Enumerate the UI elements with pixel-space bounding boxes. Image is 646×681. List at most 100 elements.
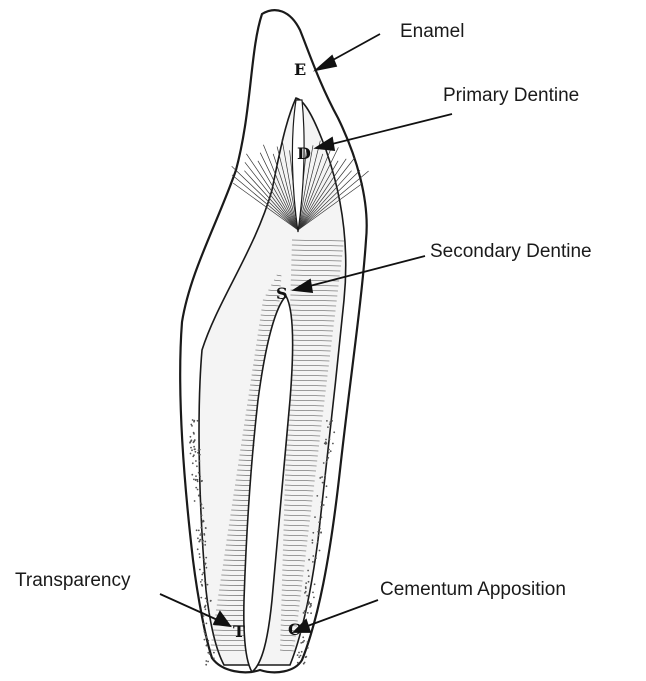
stipple-dot bbox=[321, 476, 323, 478]
stipple-dot bbox=[325, 443, 327, 445]
stipple-dot bbox=[205, 664, 207, 666]
stipple-dot bbox=[204, 633, 206, 635]
stipple-dot bbox=[193, 420, 195, 422]
stipple-dot bbox=[199, 460, 201, 462]
stipple-dot bbox=[301, 651, 303, 653]
stipple-dot bbox=[193, 479, 195, 481]
stipple-dot bbox=[321, 516, 323, 518]
stipple-dot bbox=[204, 580, 206, 582]
stipple-dot bbox=[320, 506, 322, 508]
letter-e: E bbox=[294, 62, 306, 78]
stipple-dot bbox=[303, 640, 305, 642]
stipple-dot bbox=[193, 433, 195, 435]
stipple-dot bbox=[205, 557, 207, 559]
stipple-dot bbox=[205, 527, 207, 529]
stipple-dot bbox=[206, 567, 208, 569]
stipple-dot bbox=[304, 592, 306, 594]
stipple-dot bbox=[329, 438, 331, 440]
stipple-dot bbox=[190, 424, 192, 426]
stipple-dot bbox=[319, 550, 321, 552]
stipple-dot bbox=[314, 583, 316, 585]
stipple-dot bbox=[199, 569, 201, 571]
stipple-dot bbox=[210, 600, 212, 602]
label-secondary-dentine: Secondary Dentine bbox=[430, 242, 592, 261]
stipple-dot bbox=[192, 456, 194, 458]
letter-c: C bbox=[288, 622, 301, 638]
stipple-dot bbox=[195, 479, 197, 481]
stipple-dot bbox=[200, 502, 202, 504]
stipple-dot bbox=[307, 647, 309, 649]
stipple-dot bbox=[195, 460, 197, 462]
stipple-dot bbox=[314, 516, 316, 518]
stipple-dot bbox=[303, 612, 305, 614]
stipple-dot bbox=[297, 662, 299, 664]
stipple-dot bbox=[203, 615, 205, 617]
stipple-dot bbox=[302, 636, 304, 638]
stipple-dot bbox=[213, 657, 215, 659]
stipple-dot bbox=[202, 544, 204, 546]
stipple-dot bbox=[194, 449, 196, 451]
stipple-dot bbox=[190, 436, 192, 438]
stipple-dot bbox=[201, 480, 203, 482]
stipple-dot bbox=[195, 487, 197, 489]
stipple-dot bbox=[197, 420, 199, 422]
stipple-dot bbox=[300, 642, 302, 644]
stipple-dot bbox=[319, 528, 321, 530]
stipple-dot bbox=[197, 481, 199, 483]
stipple-dot bbox=[308, 581, 310, 583]
stipple-dot bbox=[308, 575, 310, 577]
letter-t: T bbox=[233, 624, 245, 640]
stipple-dot bbox=[317, 541, 319, 543]
stipple-dot bbox=[209, 653, 211, 655]
stipple-dot bbox=[200, 527, 202, 529]
label-primary-dentine: Primary Dentine bbox=[443, 86, 579, 105]
stipple-dot bbox=[201, 579, 203, 581]
stipple-dot bbox=[199, 556, 201, 558]
stipple-dot bbox=[194, 500, 196, 502]
stipple-dot bbox=[204, 541, 206, 543]
stipple-dot bbox=[318, 535, 320, 537]
stipple-dot bbox=[203, 521, 205, 523]
stipple-dot bbox=[200, 507, 202, 509]
stipple-dot bbox=[213, 652, 215, 654]
stipple-dot bbox=[303, 663, 305, 665]
stipple-dot bbox=[207, 640, 209, 642]
stipple-dot bbox=[202, 623, 204, 625]
stipple-dot bbox=[312, 561, 314, 563]
stipple-dot bbox=[196, 529, 198, 531]
stipple-dot bbox=[190, 453, 192, 455]
stipple-dot bbox=[199, 454, 201, 456]
stipple-dot bbox=[305, 656, 307, 658]
stipple-dot bbox=[193, 442, 195, 444]
stipple-dot bbox=[307, 604, 309, 606]
stipple-dot bbox=[195, 475, 197, 477]
stipple-dot bbox=[198, 449, 200, 451]
stipple-dot bbox=[197, 548, 199, 550]
stipple-dot bbox=[204, 544, 206, 546]
stipple-dot bbox=[305, 587, 307, 589]
stipple-dot bbox=[207, 661, 209, 663]
stipple-dot bbox=[203, 559, 205, 561]
stipple-dot bbox=[310, 612, 312, 614]
stipple-dot bbox=[191, 449, 193, 451]
stipple-dot bbox=[204, 606, 206, 608]
stipple-dot bbox=[304, 610, 306, 612]
stipple-dot bbox=[305, 582, 307, 584]
stipple-dot bbox=[195, 451, 197, 453]
label-transparency: Transparency bbox=[15, 571, 130, 590]
stipple-dot bbox=[312, 539, 314, 541]
stipple-dot bbox=[312, 592, 314, 594]
stipple-dot bbox=[201, 514, 203, 516]
stipple-dot bbox=[309, 606, 311, 608]
stipple-dot bbox=[316, 495, 318, 497]
stipple-dot bbox=[326, 420, 328, 422]
stipple-dot bbox=[331, 420, 333, 422]
stipple-dot bbox=[201, 574, 203, 576]
stipple-dot bbox=[205, 598, 207, 600]
stipple-dot bbox=[312, 542, 314, 544]
label-cementum-apposition: Cementum Apposition bbox=[380, 580, 566, 599]
stipple-dot bbox=[312, 532, 314, 534]
stipple-dot bbox=[206, 645, 208, 647]
stipple-dot bbox=[192, 419, 194, 421]
stipple-dot bbox=[198, 530, 200, 532]
